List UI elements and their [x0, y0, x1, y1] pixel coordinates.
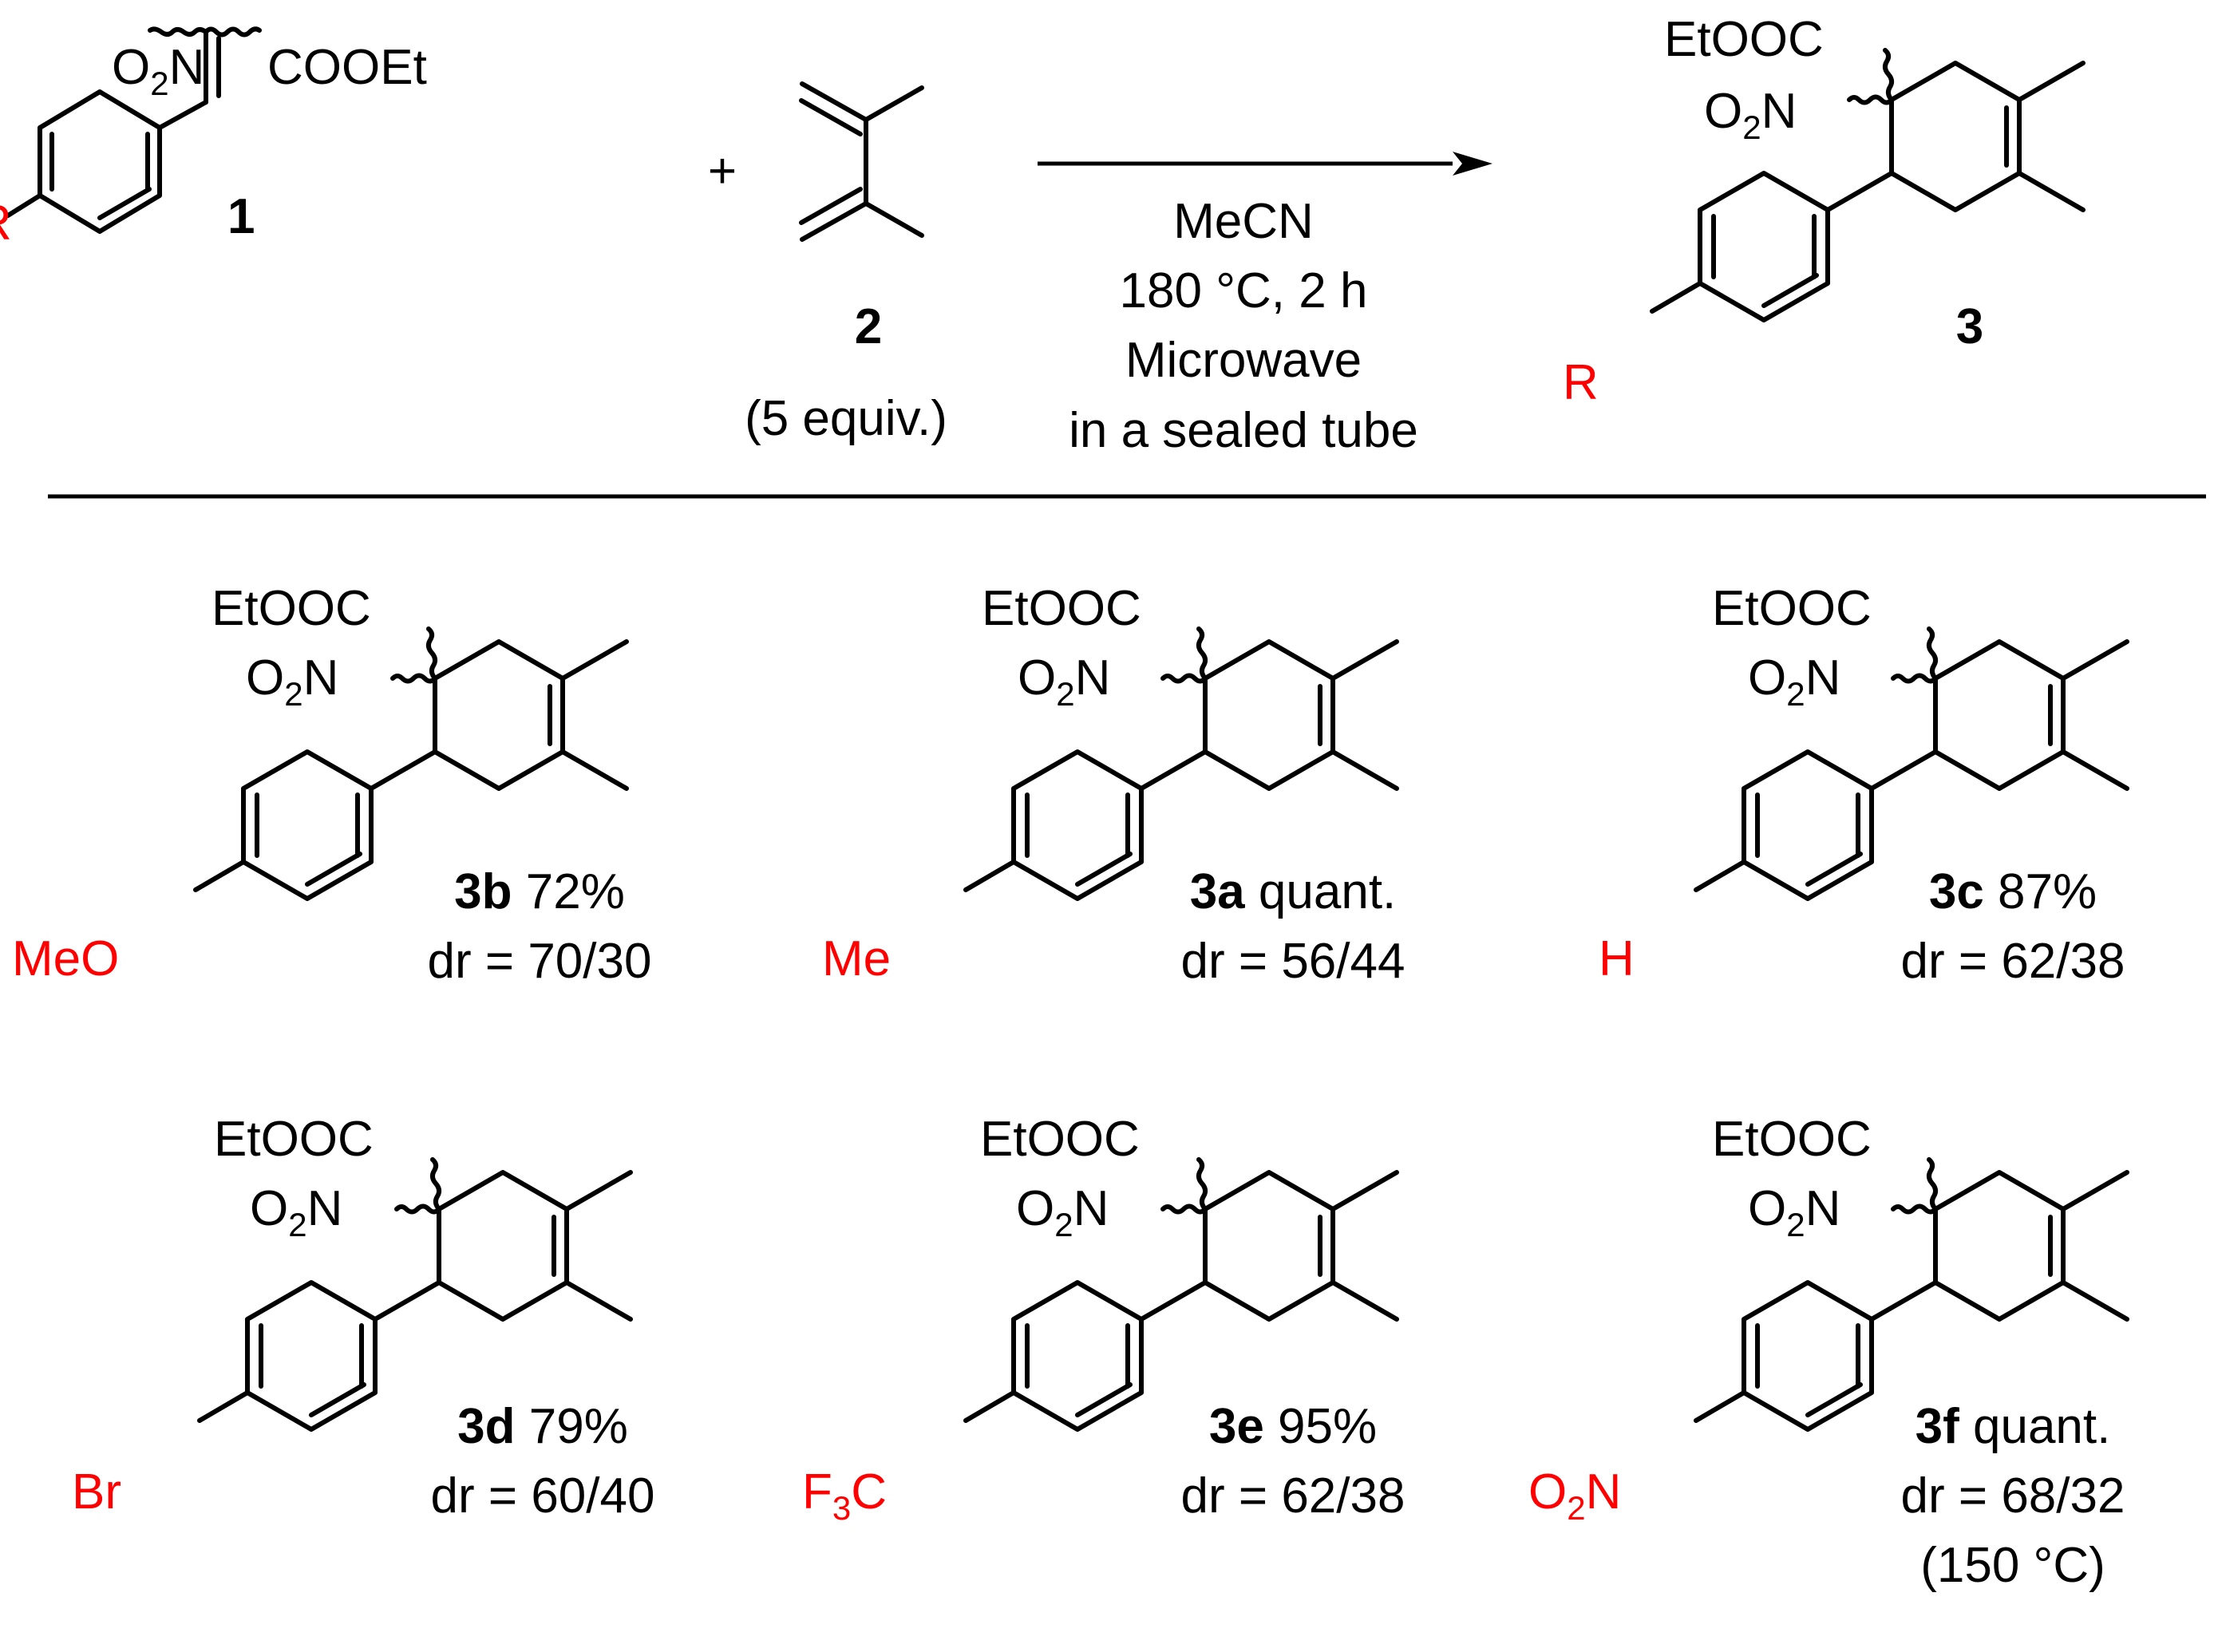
svg-text:O2N: O2N: [1748, 650, 1840, 713]
reactant-2-equiv: (5 equiv.): [745, 391, 947, 446]
svg-text:3f quant.: 3f quant.: [1916, 1399, 2111, 1454]
svg-text:EtOOC: EtOOC: [982, 581, 1141, 636]
reaction-arrow: [1038, 152, 1492, 176]
compound-3e: EtOOC O2N F3C 3e 95% dr = 62/38: [802, 1112, 1405, 1527]
substituent-3b: MeO: [12, 931, 119, 986]
reactant-2-structure: [799, 81, 924, 242]
product-3-substituent: R: [1563, 355, 1599, 410]
condition-microwave: Microwave: [1125, 333, 1362, 388]
substituent-3e: F3C: [802, 1464, 887, 1527]
reactant-1-no2-label: O2N: [112, 40, 204, 102]
svg-text:EtOOC: EtOOC: [212, 581, 371, 636]
svg-text:EtOOC: EtOOC: [980, 1112, 1140, 1167]
svg-text:dr = 62/38: dr = 62/38: [1901, 934, 2125, 989]
substituent-3d: Br: [72, 1464, 121, 1520]
reactant-1-number: 1: [227, 189, 255, 244]
svg-text:O2N: O2N: [250, 1181, 342, 1243]
reactant-2-number: 2: [855, 299, 882, 354]
svg-text:O2N: O2N: [1016, 1181, 1109, 1243]
svg-text:EtOOC: EtOOC: [214, 1112, 374, 1167]
product-3-no2-label: O2N: [1704, 84, 1797, 146]
reactant-1-structure: [6, 26, 262, 234]
substituent-3a: Me: [822, 931, 891, 986]
compound-3b: EtOOC O2N MeO 3b 72% dr = 70/30: [12, 581, 651, 989]
condition-solvent: MeCN: [1173, 194, 1314, 249]
svg-text:dr = 68/32: dr = 68/32: [1901, 1468, 2125, 1524]
substituent-3c: H: [1599, 931, 1635, 986]
plus-sign: +: [708, 144, 737, 199]
svg-text:3a quant.: 3a quant.: [1190, 864, 1397, 919]
svg-text:3d 79%: 3d 79%: [457, 1399, 628, 1454]
svg-text:EtOOC: EtOOC: [1712, 1112, 1872, 1167]
svg-text:dr = 60/40: dr = 60/40: [431, 1468, 655, 1524]
compound-3c: EtOOC O2N H 3c 87% dr = 62/38: [1599, 581, 2127, 989]
svg-text:EtOOC: EtOOC: [1712, 581, 1872, 636]
svg-text:dr = 62/38: dr = 62/38: [1181, 1468, 1405, 1524]
reactant-1-substituent: R: [0, 196, 12, 251]
svg-text:dr = 56/44: dr = 56/44: [1181, 934, 1405, 989]
condition-temp-time: 180 °C, 2 h: [1120, 263, 1368, 318]
substituent-3f: O2N: [1528, 1464, 1621, 1527]
svg-text:O2N: O2N: [1748, 1181, 1840, 1243]
product-3-ester-label: EtOOC: [1664, 12, 1824, 67]
product-3-number: 3: [1956, 299, 1983, 354]
condition-sealed-tube: in a sealed tube: [1069, 403, 1418, 458]
svg-text:3e 95%: 3e 95%: [1209, 1399, 1377, 1454]
compound-3a: EtOOC O2N Me 3a quant. dr = 56/44: [822, 581, 1405, 989]
svg-text:3b 72%: 3b 72%: [454, 864, 625, 919]
compound-3f: EtOOC O2N O2N 3f quant. dr = 68/32 (150 …: [1528, 1112, 2127, 1593]
svg-text:dr = 70/30: dr = 70/30: [428, 934, 652, 989]
svg-text:(150 °C): (150 °C): [1920, 1538, 2105, 1593]
svg-text:O2N: O2N: [1018, 650, 1110, 713]
reactant-1-ester-label: COOEt: [267, 40, 427, 95]
compound-3d: EtOOC O2N Br 3d 79% dr = 60/40: [72, 1112, 654, 1524]
svg-text:3c 87%: 3c 87%: [1929, 864, 2097, 919]
svg-text:O2N: O2N: [246, 650, 338, 713]
